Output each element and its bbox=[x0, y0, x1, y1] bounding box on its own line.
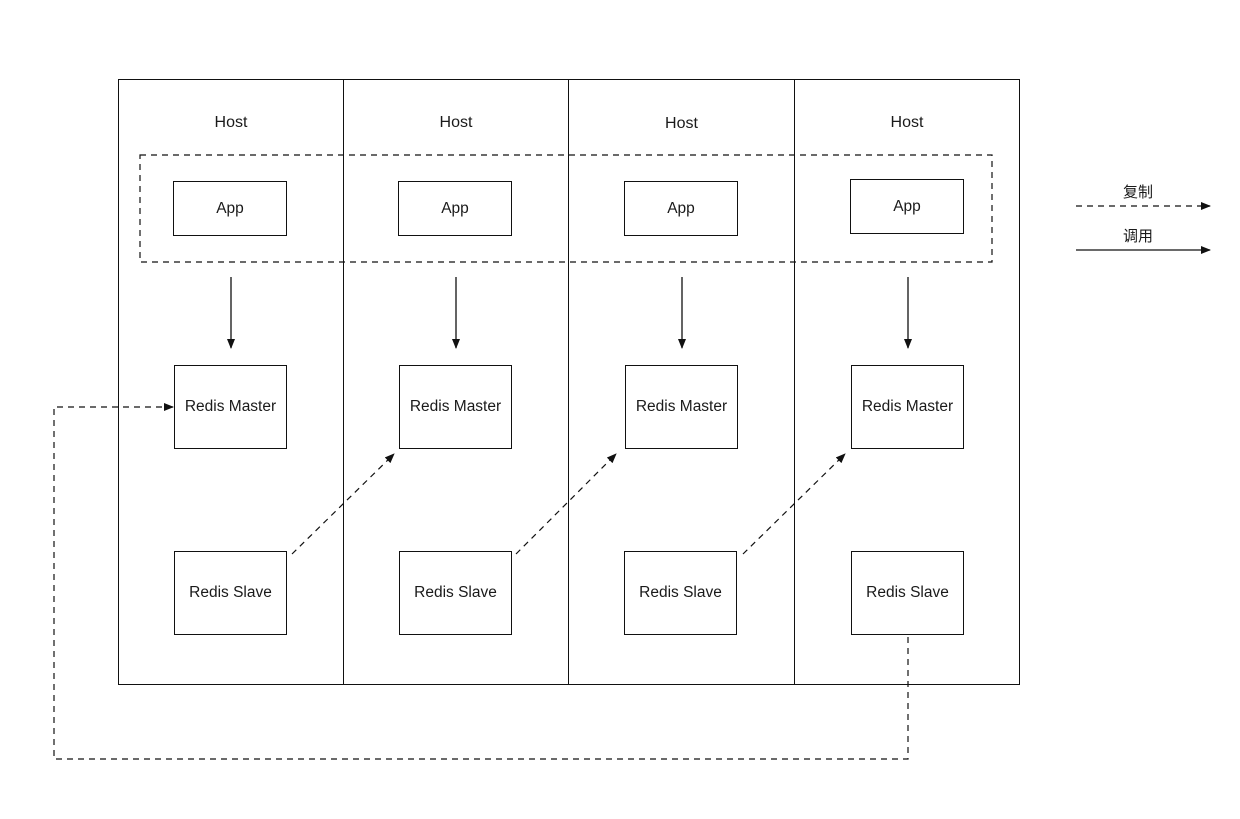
replicate-loop-arrow bbox=[53, 403, 909, 760]
app-box-4: App bbox=[850, 179, 964, 234]
legend-replicate-label: 复制 bbox=[1122, 184, 1153, 201]
host-column-4: Host bbox=[794, 79, 1020, 685]
host-title: Host bbox=[665, 115, 698, 132]
redis-slave-box-3: Redis Slave bbox=[624, 551, 737, 635]
app-box-1: App bbox=[173, 181, 287, 236]
redis-slave-box-4: Redis Slave bbox=[851, 551, 964, 635]
redis-master-box-3: Redis Master bbox=[625, 365, 738, 449]
redis-master-box-1: Redis Master bbox=[174, 365, 287, 449]
app-box-2: App bbox=[398, 181, 512, 236]
host-title: Host bbox=[890, 114, 924, 131]
redis-slave-box-1: Redis Slave bbox=[174, 551, 287, 635]
replicate-arrow-2 bbox=[515, 453, 617, 555]
redis-master-box-2: Redis Master bbox=[399, 365, 512, 449]
legend-call-label: 调用 bbox=[1122, 228, 1153, 245]
replicate-arrow-1 bbox=[291, 453, 395, 555]
app-group-dashed-border bbox=[139, 154, 993, 263]
app-box-3: App bbox=[624, 181, 738, 236]
host-title: Host bbox=[439, 114, 473, 131]
host-title: Host bbox=[214, 114, 248, 131]
redis-slave-box-2: Redis Slave bbox=[399, 551, 512, 635]
redis-master-box-4: Redis Master bbox=[851, 365, 964, 449]
replicate-arrow-3 bbox=[742, 453, 846, 555]
